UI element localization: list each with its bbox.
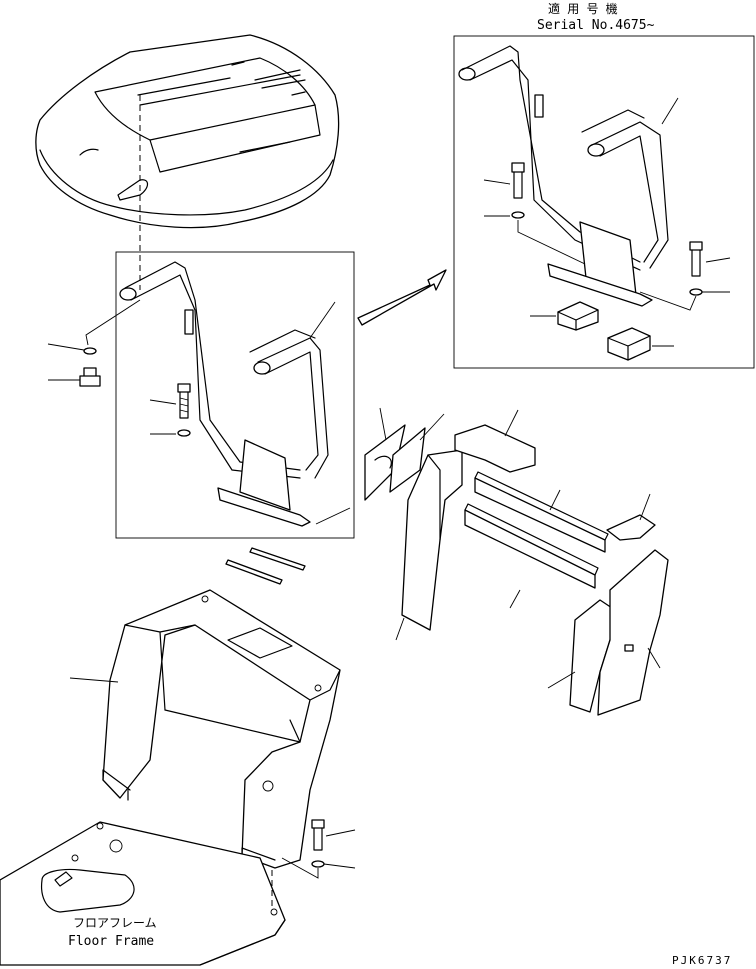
- side-cover-outer: [597, 549, 669, 716]
- drawing-code: PJK6737: [672, 954, 732, 967]
- block-variant-1: [557, 301, 599, 331]
- seal-strip-lower: [464, 503, 599, 589]
- seat-cushion: [35, 34, 340, 290]
- handrail-main: [119, 261, 329, 527]
- floor-frame-label-english: Floor Frame: [68, 934, 154, 949]
- serial-variant-frame: [453, 35, 755, 369]
- bolt-left: [177, 383, 191, 437]
- spacer-strip-2: [225, 559, 283, 585]
- floor-frame-label-japanese: フロアフレーム: [73, 916, 157, 930]
- bolt-stand: [311, 819, 325, 868]
- cover-top-plate: [454, 424, 536, 473]
- serial-note-english: Serial No.4675~: [537, 18, 655, 33]
- cover-panel-left: [401, 449, 463, 631]
- washer-left: [83, 347, 97, 355]
- corner-pad: [606, 514, 656, 541]
- spacer-strip-1: [249, 547, 306, 571]
- arrow-to-serial-variant: [357, 269, 447, 326]
- serial-note-japanese: 適 用 号 機: [548, 1, 618, 16]
- seat-stand: [102, 589, 341, 869]
- block-variant-2: [607, 327, 651, 361]
- bolt-variant-right: [689, 241, 703, 296]
- handrail-variant: [458, 45, 669, 307]
- nut-left: [79, 367, 101, 387]
- bolt-variant-left: [511, 162, 525, 219]
- floor-frame: [0, 821, 286, 966]
- shim-plate-2: [389, 427, 426, 493]
- handrail-assembly-frame: [115, 251, 355, 539]
- seal-strip-upper: [474, 471, 609, 553]
